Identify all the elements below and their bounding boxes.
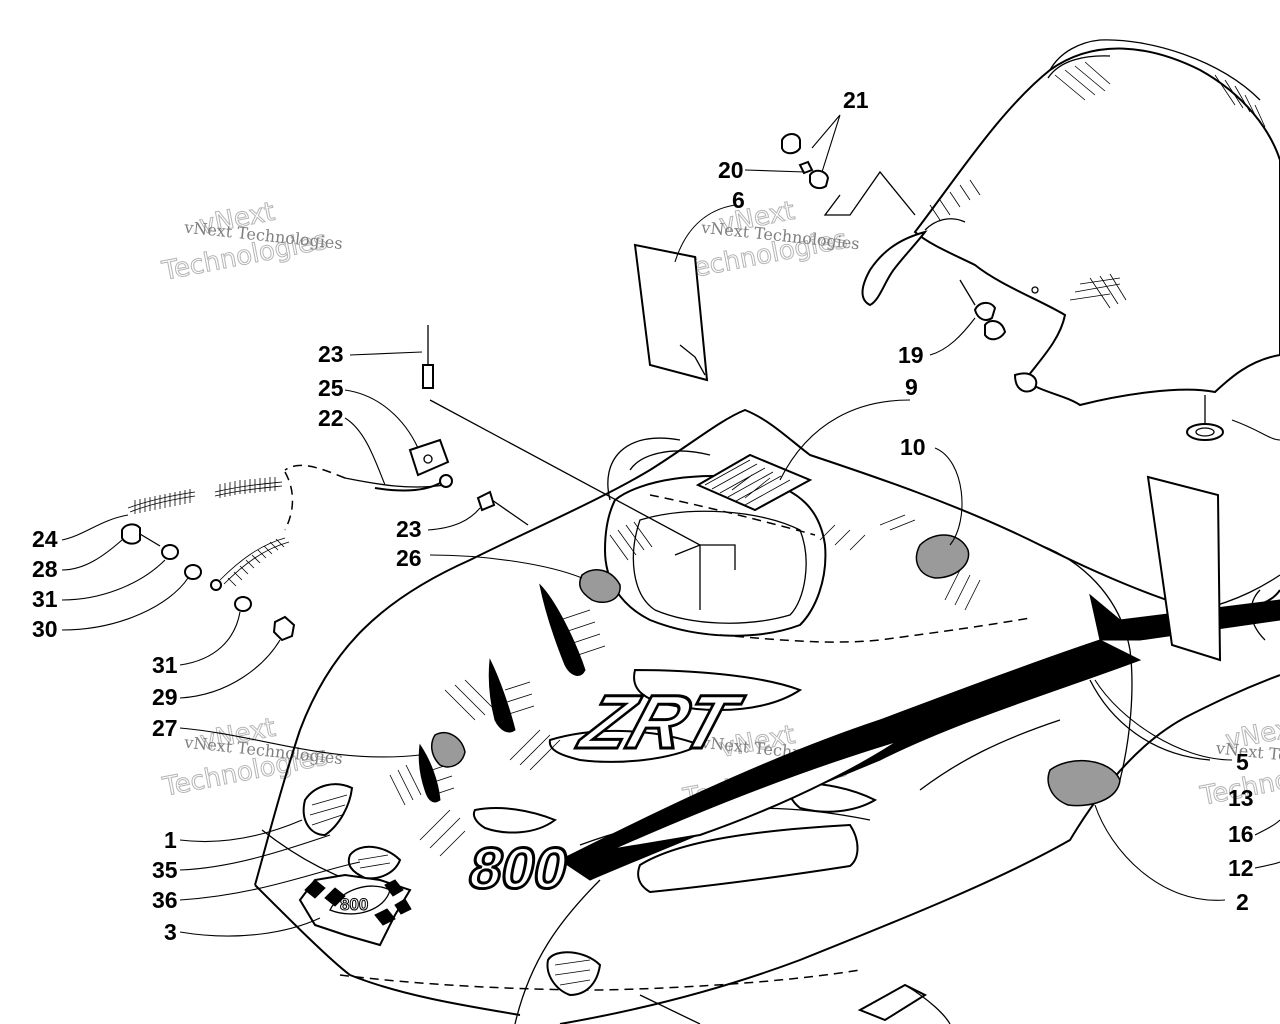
callout-21: 21 (843, 87, 869, 113)
callout-12: 12 (1228, 855, 1254, 881)
hardware-parts (121, 133, 1224, 997)
callout-23: 23 (396, 516, 422, 542)
callout-25: 25 (318, 375, 344, 401)
callout-16: 16 (1228, 821, 1254, 847)
callout-31: 31 (152, 652, 178, 678)
flag-badge-text: 800 (340, 895, 368, 914)
callout-29: 29 (152, 684, 178, 710)
callout-28: 28 (32, 556, 58, 582)
callout-20: 20 (718, 157, 744, 183)
hood-vents (389, 514, 981, 857)
callout-27: 27 (152, 715, 178, 741)
callout-2: 2 (1236, 889, 1249, 915)
callout-10: 10 (900, 434, 926, 460)
windshield-gasket (861, 230, 928, 307)
zrt-decal: ZRT 800 (462, 593, 1280, 902)
callout-36: 36 (152, 887, 178, 913)
callout-5: 5 (1236, 749, 1249, 775)
callout-9: 9 (905, 374, 918, 400)
callout-35: 35 (152, 857, 178, 883)
lower-bracket (639, 983, 951, 1024)
callout-31: 31 (32, 586, 58, 612)
callout-13: 13 (1228, 785, 1254, 811)
callout-6: 6 (732, 187, 745, 213)
callout-26: 26 (396, 545, 422, 571)
displacement-decal-text: 800 (464, 837, 574, 901)
callout-19: 19 (898, 342, 924, 368)
callout-30: 30 (32, 616, 58, 642)
flag-badge: 800 (298, 873, 412, 947)
callout-22: 22 (318, 405, 344, 431)
leader-lines (61, 114, 1280, 937)
callout-labels: 21 20 6 19 9 10 23 25 22 23 26 24 28 31 … (32, 87, 1254, 945)
callout-1: 1 (164, 827, 177, 853)
windshield (913, 39, 1280, 407)
callout-3: 3 (164, 919, 177, 945)
callout-23: 23 (318, 341, 344, 367)
callout-24: 24 (32, 526, 58, 552)
